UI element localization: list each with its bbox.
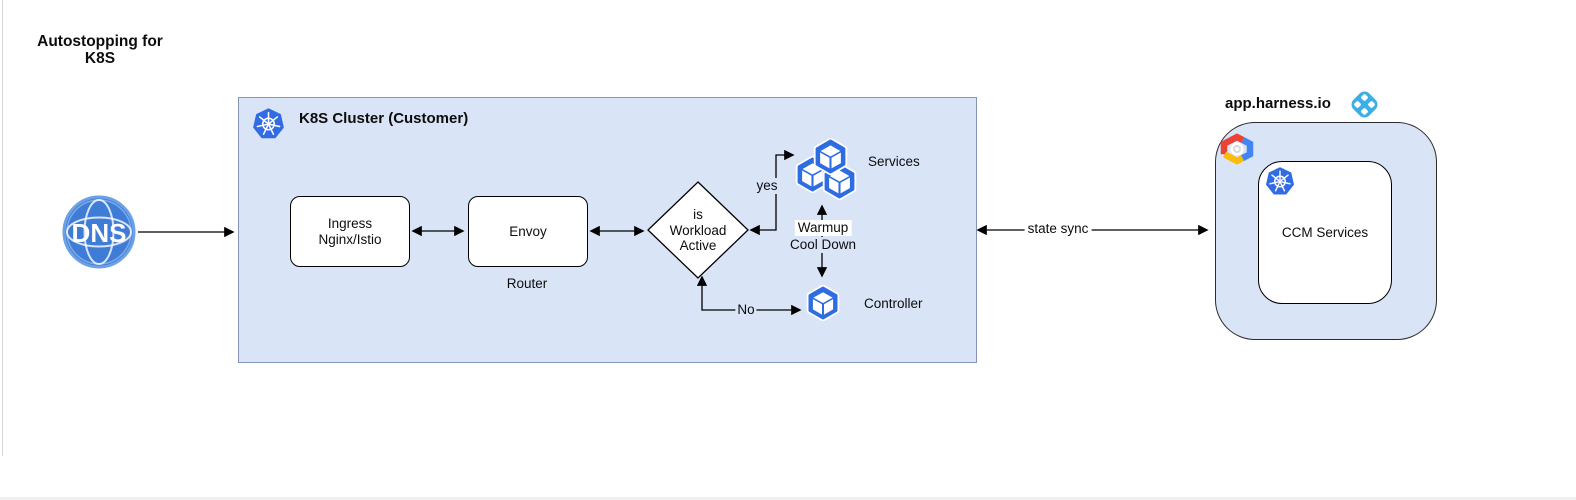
- harness-domain-label: app.harness.io: [1225, 95, 1331, 112]
- dns-label: DNS: [71, 218, 127, 248]
- page-title-line1: Autostopping for: [37, 33, 163, 50]
- no-label: No: [735, 302, 757, 318]
- decision-label-line3: Active: [679, 237, 717, 253]
- controller-label: Controller: [864, 296, 923, 311]
- state-sync-label: state sync: [1024, 221, 1092, 237]
- decision-label: is Workload Active: [670, 207, 727, 254]
- ccm-services-node: CCM Services: [1258, 161, 1392, 304]
- canvas-left-edge: [2, 0, 3, 456]
- envoy-node: Envoy: [468, 196, 588, 267]
- services-label: Services: [868, 154, 920, 169]
- ccm-services-label: CCM Services: [1281, 225, 1369, 240]
- canvas-bottom-edge: [0, 497, 1576, 500]
- cooldown-label: Cool Down: [787, 237, 859, 253]
- ingress-label-line2: Nginx/Istio: [318, 231, 382, 247]
- yes-label: yes: [754, 178, 780, 194]
- envoy-label: Envoy: [509, 223, 547, 239]
- ingress-label-line1: Ingress: [327, 215, 373, 231]
- warmup-label: Warmup: [794, 220, 852, 236]
- dns-globe-icon: [62, 195, 136, 269]
- page-title: Autostopping for K8S: [20, 33, 180, 67]
- decision-label-line2: Workload: [669, 222, 727, 238]
- cluster-title: K8S Cluster (Customer): [299, 110, 469, 127]
- gcp-icon: [1220, 133, 1254, 165]
- harness-logo-icon: [1351, 91, 1378, 118]
- page-title-line2: K8S: [84, 50, 116, 67]
- ingress-node: Ingress Nginx/Istio: [290, 196, 410, 267]
- decision-label-line1: is: [693, 206, 703, 222]
- router-label: Router: [506, 276, 548, 291]
- edge-no-to-controller: [696, 275, 802, 316]
